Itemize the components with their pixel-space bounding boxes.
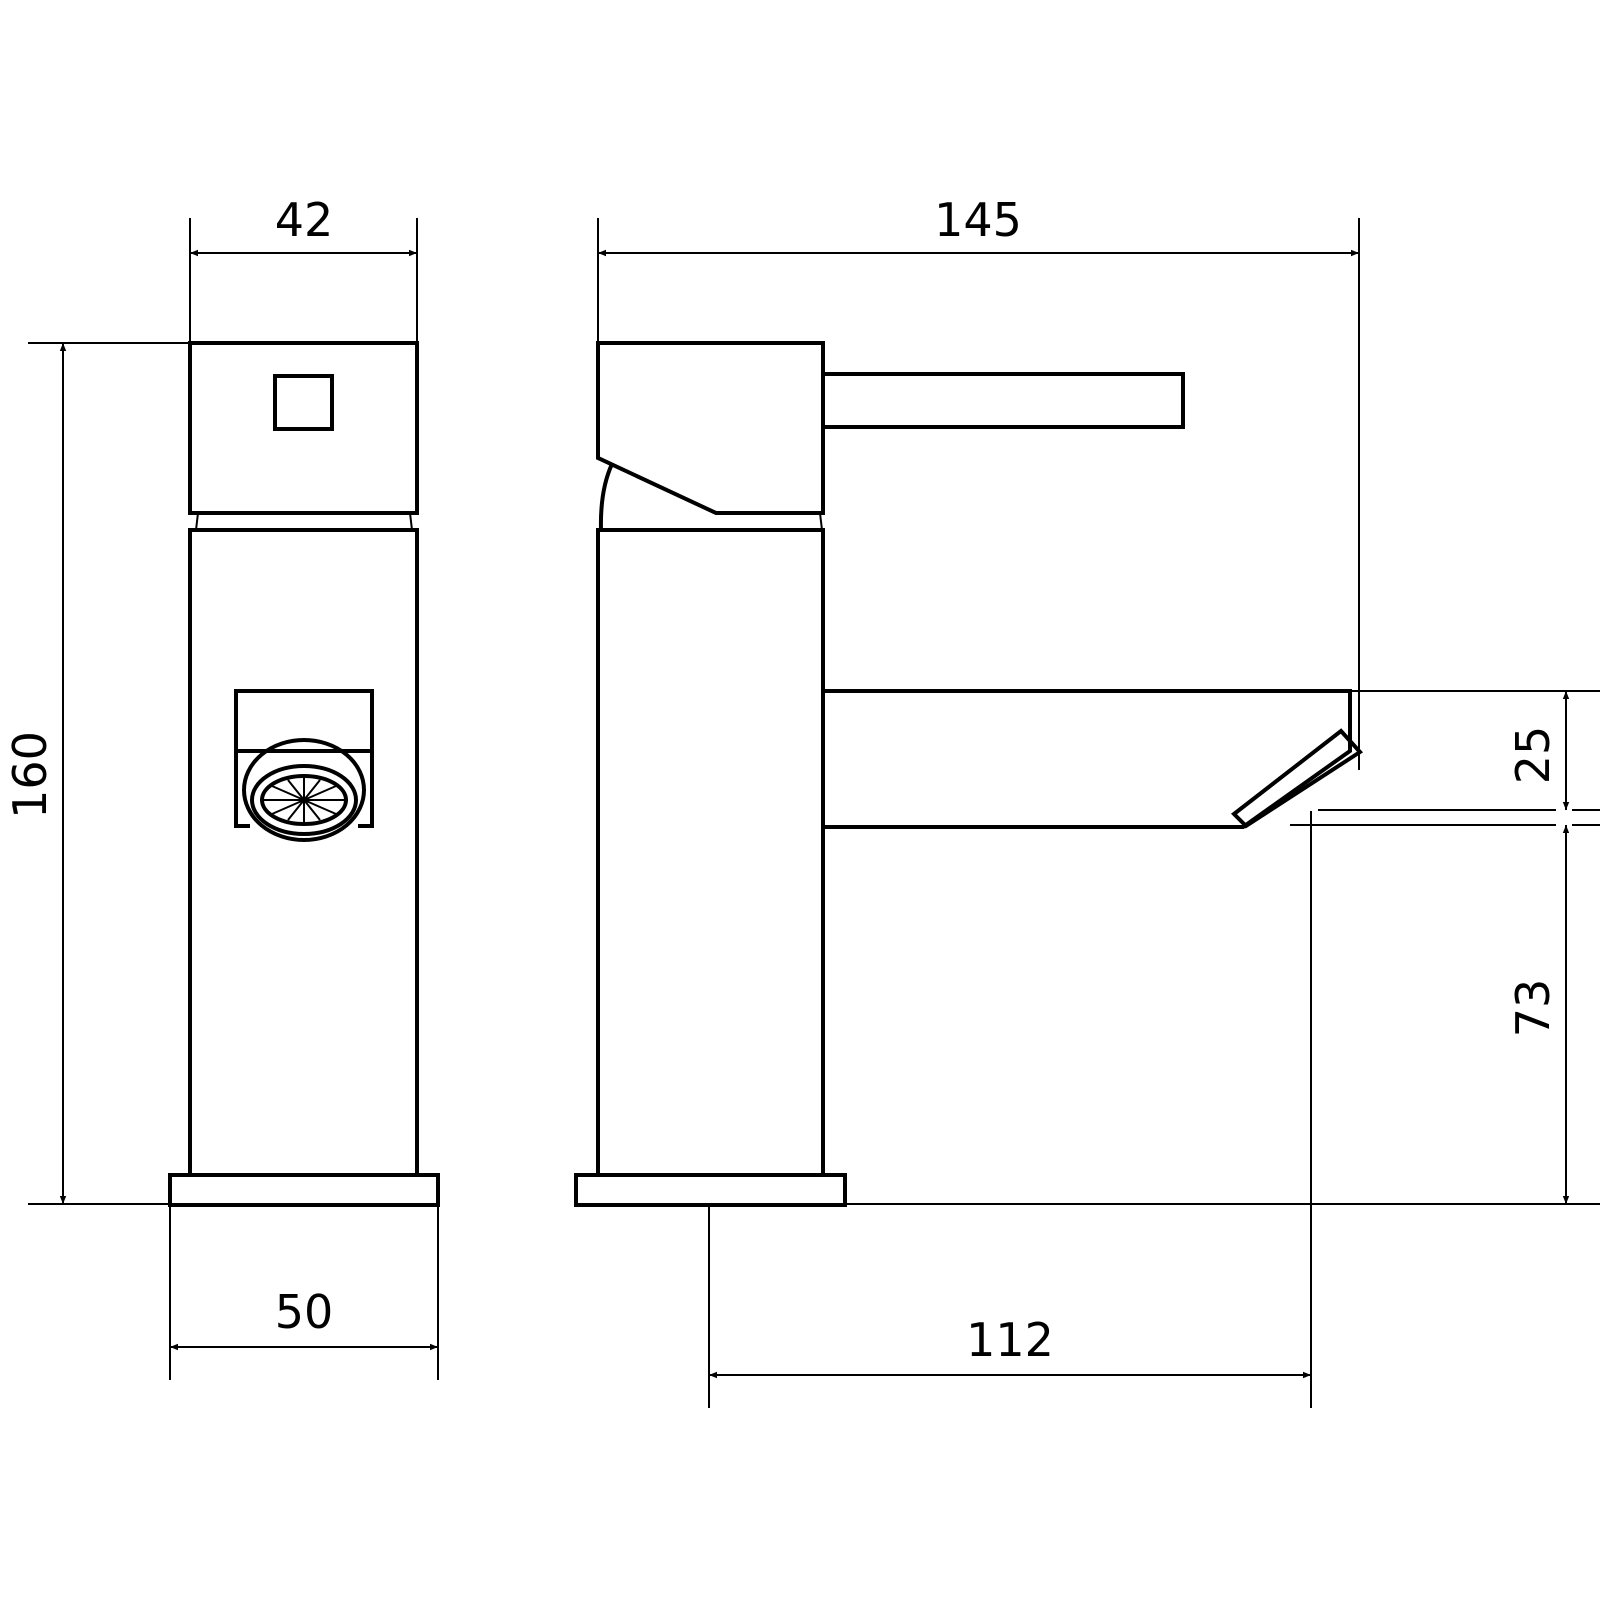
base-plate-side bbox=[574, 1173, 847, 1207]
dim-label-42: 42 bbox=[275, 193, 334, 247]
collar bbox=[195, 512, 413, 531]
dim-base-width: 50 bbox=[169, 1205, 439, 1380]
front-view: 42 160 50 bbox=[3, 193, 440, 1380]
dim-label-160: 160 bbox=[3, 731, 57, 819]
dim-top-width: 42 bbox=[189, 193, 418, 343]
dim-label-25: 25 bbox=[1506, 726, 1560, 785]
spout-outlet bbox=[1230, 728, 1364, 829]
handle-head-side bbox=[596, 341, 825, 515]
dim-spout-reach: 112 bbox=[708, 811, 1312, 1408]
spout bbox=[823, 689, 1352, 829]
aerator-icon bbox=[234, 689, 374, 842]
dim-label-73: 73 bbox=[1506, 979, 1560, 1038]
dim-label-145: 145 bbox=[934, 193, 1022, 247]
side-view: 145 112 25 73 bbox=[574, 193, 1600, 1408]
dim-label-112: 112 bbox=[966, 1313, 1054, 1367]
lever-handle bbox=[821, 372, 1185, 429]
handle-head bbox=[188, 341, 419, 515]
collar-side bbox=[819, 512, 823, 531]
tap-body-side bbox=[596, 528, 825, 1177]
dim-total-depth: 145 bbox=[597, 193, 1360, 770]
dim-total-height: 160 bbox=[3, 342, 190, 1205]
base-plate bbox=[168, 1173, 440, 1207]
dim-label-50: 50 bbox=[275, 1285, 334, 1339]
handle-square-detail bbox=[273, 374, 334, 431]
handle-arc bbox=[598, 463, 614, 531]
dim-spout-heights: 25 73 bbox=[845, 690, 1600, 1205]
tap-body bbox=[188, 528, 419, 1177]
